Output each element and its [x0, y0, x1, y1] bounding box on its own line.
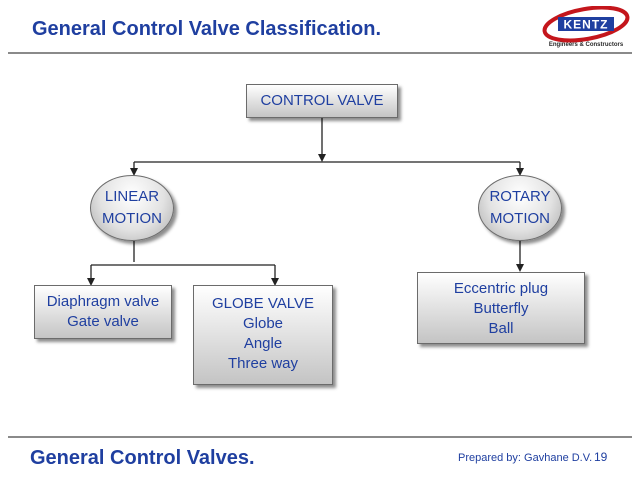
node-globe-valve: GLOBE VALVE Globe Angle Three way [193, 285, 333, 385]
node-line: Ball [488, 320, 514, 337]
node-linear-motion: LINEAR MOTION [90, 175, 174, 241]
node-diaphragm-gate: Diaphragm valve Gate valve [34, 285, 172, 339]
node-rotary-types: Eccentric plug Butterfly Ball [417, 272, 585, 344]
node-line: Gate valve [67, 313, 139, 330]
node-line: Three way [227, 355, 299, 372]
node-line: MOTION [102, 210, 162, 227]
node-line: LINEAR [104, 188, 160, 205]
node-line: GLOBE VALVE [212, 295, 314, 312]
node-line: Diaphragm valve [46, 293, 160, 310]
page-title: General Control Valve Classification. [32, 18, 382, 40]
node-rotary-motion: ROTARY MOTION [478, 175, 562, 241]
node-line: Angle [243, 335, 283, 352]
node-line: ROTARY [489, 188, 551, 205]
header-divider [8, 52, 632, 54]
footer-title: General Control Valves. [30, 447, 255, 469]
node-line: Eccentric plug [453, 280, 549, 297]
logo-wordmark: KENTZ [564, 18, 609, 32]
node-control-valve: CONTROL VALVE [246, 84, 398, 118]
kentz-logo: KENTZ [542, 6, 630, 43]
logo-tagline: Engineers & Constructors [548, 42, 624, 48]
node-line: Butterfly [473, 300, 529, 317]
node-line: Globe [242, 315, 284, 332]
page-number: 19 [594, 450, 608, 464]
footer-divider [8, 436, 632, 438]
node-line: MOTION [490, 210, 550, 227]
footer-author: Prepared by: Gavhane D.V. [458, 452, 593, 464]
